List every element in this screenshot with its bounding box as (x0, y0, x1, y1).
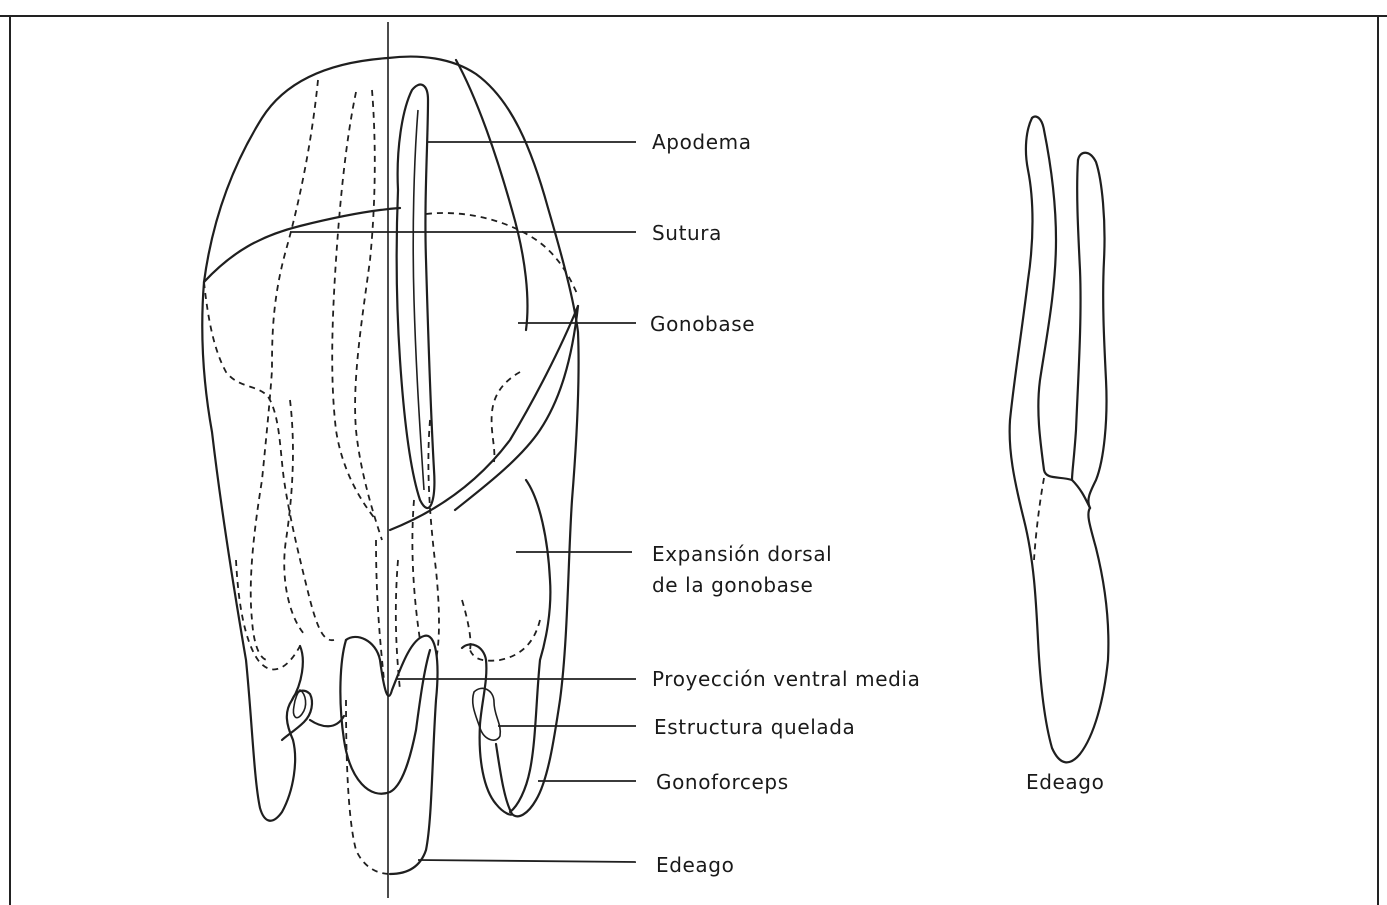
dashed-right-edge (470, 620, 540, 661)
dashed-left-inner (332, 92, 376, 520)
apodema-inner (413, 110, 424, 490)
capsule-outline (202, 58, 388, 821)
edeago-central-lobe (346, 636, 438, 874)
dashed-left-inner2 (355, 90, 382, 540)
label-apodema: Apodema (652, 130, 752, 154)
edeago-side-rod (1078, 153, 1107, 508)
label-group: Apodema Sutura Gonobase Expansión dorsal… (290, 130, 920, 877)
edeago-central-left (340, 640, 430, 794)
dashed-left-vert (284, 400, 306, 636)
dashed-center-right2 (412, 500, 420, 640)
label-edeago-side: Edeago (1026, 770, 1104, 794)
dashed-right-lower (462, 600, 471, 650)
genitalia-main-view (202, 22, 578, 898)
label-expansion-line2: de la gonobase (652, 573, 813, 597)
right-clasp (473, 688, 501, 740)
label-expansion-line1: Expansión dorsal (652, 542, 832, 566)
edeago-side-left (1010, 118, 1109, 762)
label-estructura: Estructura quelada (654, 715, 855, 739)
label-gonoforceps: Gonoforceps (656, 770, 789, 794)
edeago-side-view: Edeago (1010, 117, 1109, 795)
edeago-bottom-dashed (346, 700, 390, 874)
label-proyeccion: Proyección ventral media (652, 667, 920, 691)
dashed-left-mid (204, 282, 334, 640)
dashed-right-mid (492, 372, 520, 462)
label-sutura: Sutura (652, 221, 722, 245)
dashed-right-top (426, 213, 578, 296)
edeago-side-dashed (1034, 478, 1044, 560)
expansion-dorsal-outline (510, 480, 550, 812)
left-claw-arm (310, 716, 344, 726)
dashed-left-outer (251, 80, 318, 660)
label-gonobase: Gonobase (650, 312, 755, 336)
label-edeago-main: Edeago (656, 853, 734, 877)
edeago-side-rod-inner (1072, 160, 1081, 480)
gonobase-right-boundary (456, 60, 527, 330)
